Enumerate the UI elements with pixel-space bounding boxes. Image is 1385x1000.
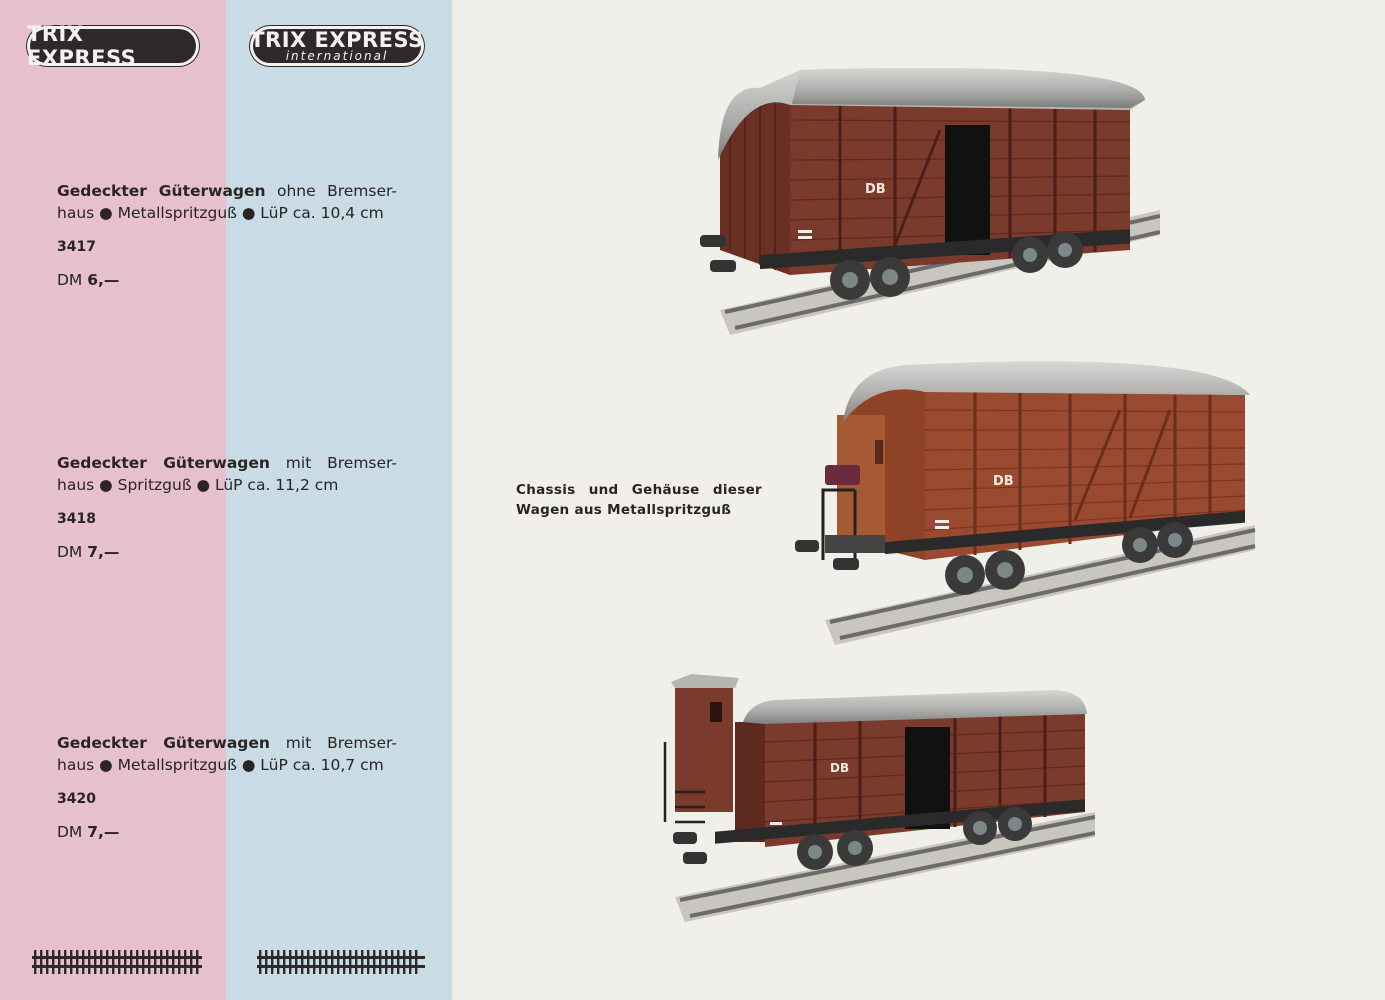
caption-line2: Wagen aus Metallspritzguß (516, 502, 732, 518)
track-strip-icon (257, 950, 425, 974)
buffer (795, 540, 859, 570)
price-value: 7,— (87, 823, 120, 841)
db-marking: DB (993, 474, 1014, 489)
product-description-line2: haus ● Spritzguß ● LüP ca. 11,2 cm (57, 476, 339, 494)
product-price: DM 7,— (57, 541, 397, 563)
trix-express-international-logo-text: TRIX EXPRESS (250, 27, 424, 52)
wagon-3417-illustration: DB (700, 68, 1160, 335)
product-description-line1: Gedeckter Güterwagen mit Bremser- (57, 452, 397, 474)
product-number: 3417 (57, 239, 96, 255)
db-marking: DB (830, 761, 849, 775)
trix-express-logo: TRIX EXPRESS (27, 22, 199, 70)
pink-column-band (0, 0, 226, 1000)
trix-express-international-logo: TRIX EXPRESS international (250, 26, 424, 66)
buffer (700, 235, 736, 272)
product-description-rest: mit Bremser- (285, 454, 397, 472)
price-value: 6,— (87, 271, 120, 289)
product-description-rest: mit Bremser- (285, 734, 397, 752)
product-price: DM 7,— (57, 821, 397, 843)
product-description-line2: haus ● Metallspritzguß ● LüP ca. 10,4 cm (57, 204, 384, 222)
product-entry-3417: Gedeckter Güterwagen ohne Bremser- haus … (57, 180, 397, 291)
product-entry-3420: Gedeckter Güterwagen mit Bremser- haus ●… (57, 732, 397, 843)
db-marking: DB (865, 182, 886, 197)
price-currency: DM (57, 543, 83, 561)
product-description-line2: haus ● Metallspritzguß ● LüP ca. 10,7 cm (57, 756, 384, 774)
track-strip-icon (32, 950, 202, 974)
trix-express-logo-text: TRIX EXPRESS (27, 22, 137, 70)
product-price: DM 6,— (57, 269, 397, 291)
product-description-rest: ohne Bremser- (277, 182, 397, 200)
wagon-3418-illustration: DB (795, 361, 1256, 645)
product-name: Gedeckter Güterwagen (57, 182, 266, 200)
wheel-set (945, 522, 1193, 595)
price-currency: DM (57, 823, 83, 841)
buffer (673, 832, 707, 864)
brakeman-hut (675, 682, 733, 812)
wagon-3420-illustration: DB (663, 674, 1095, 922)
price-currency: DM (57, 271, 83, 289)
product-number: 3418 (57, 511, 96, 527)
blue-column-band (226, 0, 452, 1000)
product-description-line1: Gedeckter Güterwagen mit Bremser- (57, 732, 397, 754)
caption-line1: Chassis und Gehäuse dieser (516, 482, 762, 498)
product-number: 3420 (57, 791, 96, 807)
price-value: 7,— (87, 543, 120, 561)
material-caption: Chassis und Gehäuse dieser Wagen aus Met… (516, 480, 762, 520)
product-name: Gedeckter Güterwagen (57, 734, 270, 752)
product-entry-3418: Gedeckter Güterwagen mit Bremser- haus ●… (57, 452, 397, 563)
international-logo-subtext: international (285, 48, 389, 63)
product-description-line1: Gedeckter Güterwagen ohne Bremser- (57, 180, 397, 202)
product-name: Gedeckter Güterwagen (57, 454, 270, 472)
